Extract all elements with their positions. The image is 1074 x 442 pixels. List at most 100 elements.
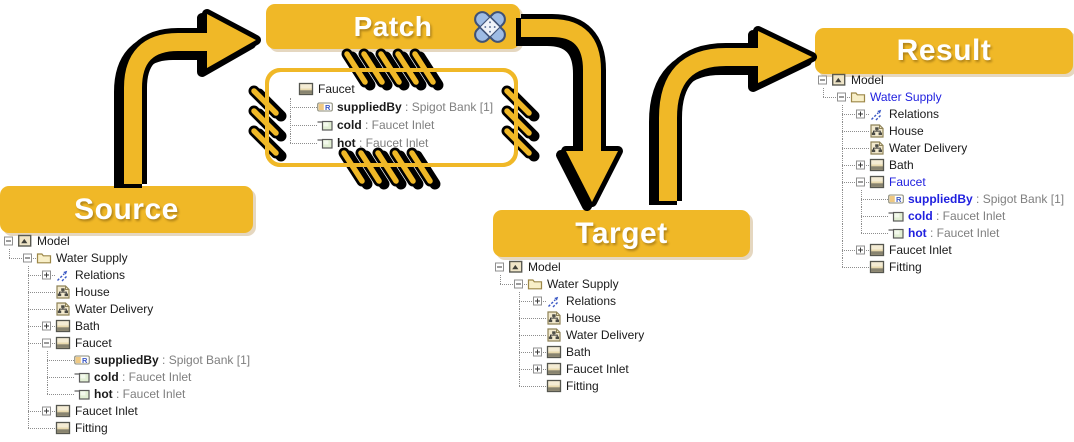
tree-row[interactable]: Bath — [814, 156, 1074, 173]
tree-item-type: : Faucet Inlet — [355, 136, 429, 150]
tree-row[interactable]: hot : Faucet Inlet — [814, 224, 1074, 241]
tree-row[interactable]: cold : Faucet Inlet — [281, 116, 511, 134]
port-icon — [317, 118, 333, 133]
tree-item-label: hot — [337, 136, 356, 150]
tree-row[interactable]: Model — [814, 71, 1074, 88]
tree-row[interactable]: Model — [491, 258, 761, 275]
model-icon — [17, 233, 33, 248]
tree-item-label: Relations — [566, 293, 617, 308]
port-icon — [888, 225, 904, 240]
class-icon — [546, 344, 562, 359]
tree-item-type: : Faucet Inlet — [361, 118, 435, 132]
collapse-icon[interactable] — [23, 253, 32, 262]
expand-icon[interactable] — [42, 321, 51, 330]
class-icon — [55, 335, 71, 350]
tree-item-label: House — [889, 123, 924, 138]
tree-row[interactable]: Water Delivery — [491, 326, 761, 343]
tree-row[interactable]: Faucet Inlet — [814, 241, 1074, 258]
tree-item-label: hot — [94, 386, 113, 401]
relations-icon — [546, 293, 562, 308]
tree-row[interactable]: Water Supply — [814, 88, 1074, 105]
tree-row[interactable]: Bath — [491, 343, 761, 360]
tree-item-label: hot — [908, 225, 927, 240]
tree-row[interactable]: Water Supply — [0, 249, 270, 266]
tree-row[interactable]: Relations — [0, 266, 270, 283]
folder-icon — [850, 89, 866, 104]
class-icon — [55, 403, 71, 418]
tree-row[interactable]: Bath — [0, 317, 270, 334]
tree-item-label: Model — [851, 72, 884, 87]
tree-row[interactable]: Water Delivery — [0, 300, 270, 317]
tree-item-label: Faucet — [318, 82, 355, 96]
expand-icon[interactable] — [856, 245, 865, 254]
tree-row[interactable]: Water Delivery — [814, 139, 1074, 156]
diagram-icon — [55, 301, 71, 316]
tree-item-label: Model — [37, 233, 70, 248]
collapse-icon[interactable] — [4, 236, 13, 245]
reference-icon: R — [317, 100, 333, 115]
tree-item-label: Water Delivery — [75, 301, 154, 316]
tree-item-type: : Faucet Inlet — [112, 386, 186, 401]
tree-item-label: Faucet Inlet — [889, 242, 952, 257]
tree-row[interactable]: House — [814, 122, 1074, 139]
collapse-icon[interactable] — [837, 92, 846, 101]
class-icon — [546, 361, 562, 376]
target-banner-label: Target — [575, 216, 668, 250]
tree-row[interactable]: Faucet — [814, 173, 1074, 190]
class-icon — [546, 378, 562, 393]
class-icon — [55, 420, 71, 435]
tree-row[interactable]: Faucet Inlet — [0, 402, 270, 419]
tree-row[interactable]: cold : Faucet Inlet — [814, 207, 1074, 224]
port-icon — [74, 386, 90, 401]
expand-icon[interactable] — [856, 109, 865, 118]
folder-icon — [527, 276, 543, 291]
collapse-icon[interactable] — [42, 338, 51, 347]
expand-icon[interactable] — [42, 406, 51, 415]
tree-row[interactable]: Relations — [814, 105, 1074, 122]
reference-icon: R — [74, 352, 90, 367]
source-banner-label: Source — [74, 192, 179, 226]
tree-row[interactable]: Relations — [491, 292, 761, 309]
expand-icon[interactable] — [533, 364, 542, 373]
collapse-icon[interactable] — [818, 75, 827, 84]
tree-item-type: : Faucet Inlet — [118, 369, 192, 384]
diagram-icon — [546, 310, 562, 325]
svg-text:R: R — [82, 355, 88, 364]
expand-icon[interactable] — [856, 160, 865, 169]
target-banner: Target — [493, 210, 750, 257]
collapse-icon[interactable] — [856, 177, 865, 186]
expand-icon[interactable] — [533, 296, 542, 305]
expand-icon[interactable] — [42, 270, 51, 279]
class-icon — [869, 174, 885, 189]
collapse-icon[interactable] — [514, 279, 523, 288]
tree-row[interactable]: Faucet Inlet — [491, 360, 761, 377]
model-icon — [831, 72, 847, 87]
tree-item-label: Relations — [889, 106, 940, 121]
model-icon — [508, 259, 524, 274]
collapse-icon[interactable] — [495, 262, 504, 271]
tree-row[interactable]: hot : Faucet Inlet — [0, 385, 270, 402]
tree-item-label: cold — [94, 369, 119, 384]
tree-row[interactable]: Faucet — [0, 334, 270, 351]
tree-row[interactable]: hot : Faucet Inlet — [281, 134, 511, 152]
tree-row[interactable]: cold : Faucet Inlet — [0, 368, 270, 385]
tree-row[interactable]: Fitting — [0, 419, 270, 436]
tree-row[interactable]: Faucet — [281, 80, 511, 98]
tree-row[interactable]: Model — [0, 232, 270, 249]
expand-icon[interactable] — [533, 347, 542, 356]
diagram-icon — [869, 140, 885, 155]
tree-row[interactable]: House — [491, 309, 761, 326]
tree-row[interactable]: House — [0, 283, 270, 300]
tree-row[interactable]: Fitting — [491, 377, 761, 394]
patch-banner: Patch — [266, 4, 520, 49]
tree-row[interactable]: Water Supply — [491, 275, 761, 292]
tree-item-type: : Faucet Inlet — [926, 225, 1000, 240]
tree-item-label: Water Supply — [547, 276, 619, 291]
tree-row[interactable]: Fitting — [814, 258, 1074, 275]
